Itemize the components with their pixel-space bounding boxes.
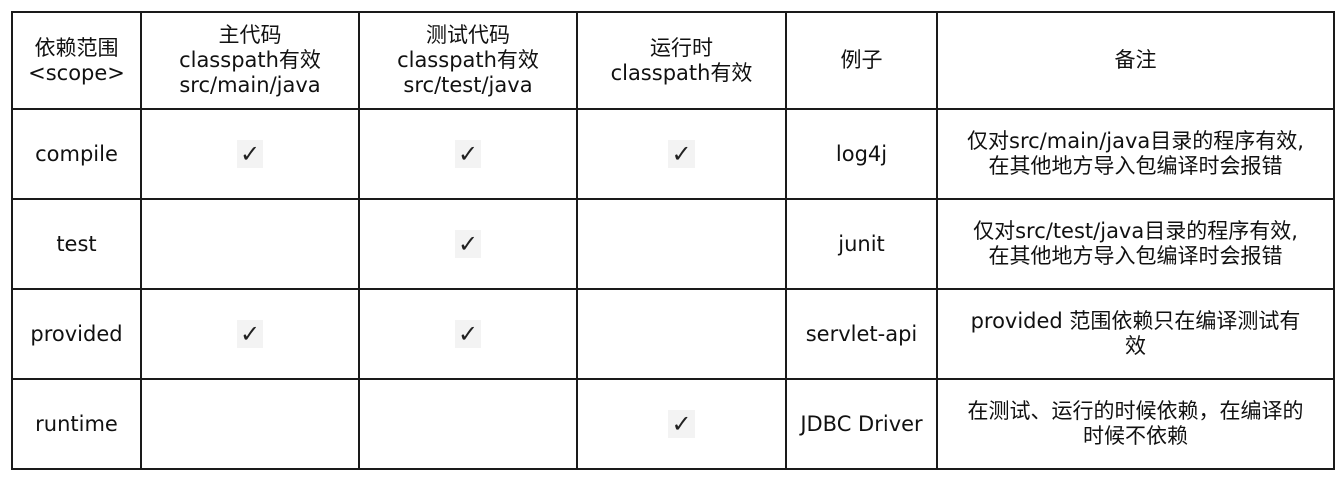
example-cell: servlet-api — [785, 288, 938, 380]
runtime-classpath-cell — [576, 198, 787, 290]
header-test-classpath: 测试代码 classpath有效 src/test/java — [358, 11, 578, 110]
note-line: provided 范围依赖只在编译测试有 — [970, 309, 1301, 333]
runtime-classpath-cell — [576, 288, 787, 380]
header-row: 依赖范围 <scope> 主代码 classpath有效 src/main/ja… — [11, 11, 1335, 110]
header-example: 例子 — [785, 11, 938, 110]
note-cell: 仅对src/main/java目录的程序有效, 在其他地方导入包编译时会报错 — [936, 108, 1335, 200]
runtime-classpath-cell: ✓ — [576, 108, 787, 200]
test-classpath-cell: ✓ — [358, 288, 578, 380]
header-scope: 依赖范围 <scope> — [11, 11, 142, 110]
check-mark-icon: ✓ — [454, 320, 482, 348]
check-mark-icon: ✓ — [668, 410, 695, 438]
header-example-line: 例子 — [840, 48, 883, 72]
header-runtime-classpath: 运行时 classpath有效 — [576, 11, 787, 110]
header-main-line: 主代码 — [218, 23, 282, 47]
example-cell: junit — [785, 198, 938, 290]
header-main-line: classpath有效 — [179, 48, 321, 72]
table-row: compile ✓ ✓ ✓ log4j 仅对src/main/java目录的程序… — [11, 108, 1335, 200]
note-cell: 仅对src/test/java目录的程序有效, 在其他地方导入包编译时会报错 — [936, 198, 1335, 290]
note-line: 效 — [1125, 334, 1146, 358]
test-classpath-cell — [358, 378, 578, 470]
main-classpath-cell — [140, 198, 360, 290]
scope-cell: runtime — [11, 378, 142, 470]
scope-cell: compile — [11, 108, 142, 200]
header-test-line: 测试代码 — [426, 23, 510, 47]
test-classpath-cell: ✓ — [358, 108, 578, 200]
table-row: runtime ✓ JDBC Driver 在测试、运行的时候依赖，在编译的 时… — [11, 378, 1335, 470]
note-line: 仅对src/main/java目录的程序有效, — [967, 129, 1304, 153]
header-runtime-line: classpath有效 — [610, 60, 753, 85]
test-classpath-cell: ✓ — [358, 198, 578, 290]
check-mark-icon: ✓ — [236, 320, 264, 348]
header-test-line: src/test/java — [403, 73, 533, 97]
check-mark-icon: ✓ — [454, 140, 482, 168]
header-runtime-line: 运行时 — [650, 35, 713, 60]
main-classpath-cell: ✓ — [140, 108, 360, 200]
note-line: 在测试、运行的时候依赖，在编译的 — [967, 399, 1304, 423]
example-cell: log4j — [785, 108, 938, 200]
check-mark-icon: ✓ — [668, 140, 695, 168]
check-mark-icon: ✓ — [454, 230, 482, 258]
runtime-classpath-cell: ✓ — [576, 378, 787, 470]
main-classpath-cell: ✓ — [140, 288, 360, 380]
header-test-line: classpath有效 — [397, 48, 539, 72]
note-cell: provided 范围依赖只在编译测试有 效 — [936, 288, 1335, 380]
scope-cell: provided — [11, 288, 142, 380]
header-main-classpath: 主代码 classpath有效 src/main/java — [140, 11, 360, 110]
header-scope-line: 依赖范围 — [34, 35, 119, 60]
main-classpath-cell — [140, 378, 360, 470]
note-line: 仅对src/test/java目录的程序有效, — [973, 219, 1298, 243]
table-row: provided ✓ ✓ servlet-api provided 范围依赖只在… — [11, 288, 1335, 380]
note-line: 在其他地方导入包编译时会报错 — [988, 154, 1283, 178]
example-cell: JDBC Driver — [785, 378, 938, 470]
header-note-line: 备注 — [1114, 48, 1157, 72]
header-main-line: src/main/java — [179, 73, 321, 97]
note-line: 在其他地方导入包编译时会报错 — [988, 244, 1283, 268]
header-note: 备注 — [936, 11, 1335, 110]
maven-scope-table: 依赖范围 <scope> 主代码 classpath有效 src/main/ja… — [11, 11, 1335, 470]
check-mark-icon: ✓ — [236, 140, 264, 168]
header-scope-line: <scope> — [28, 60, 125, 85]
table-row: test ✓ junit 仅对src/test/java目录的程序有效, 在其他… — [11, 198, 1335, 290]
scope-cell: test — [11, 198, 142, 290]
note-line: 时候不依赖 — [1083, 424, 1188, 448]
note-cell: 在测试、运行的时候依赖，在编译的 时候不依赖 — [936, 378, 1335, 470]
